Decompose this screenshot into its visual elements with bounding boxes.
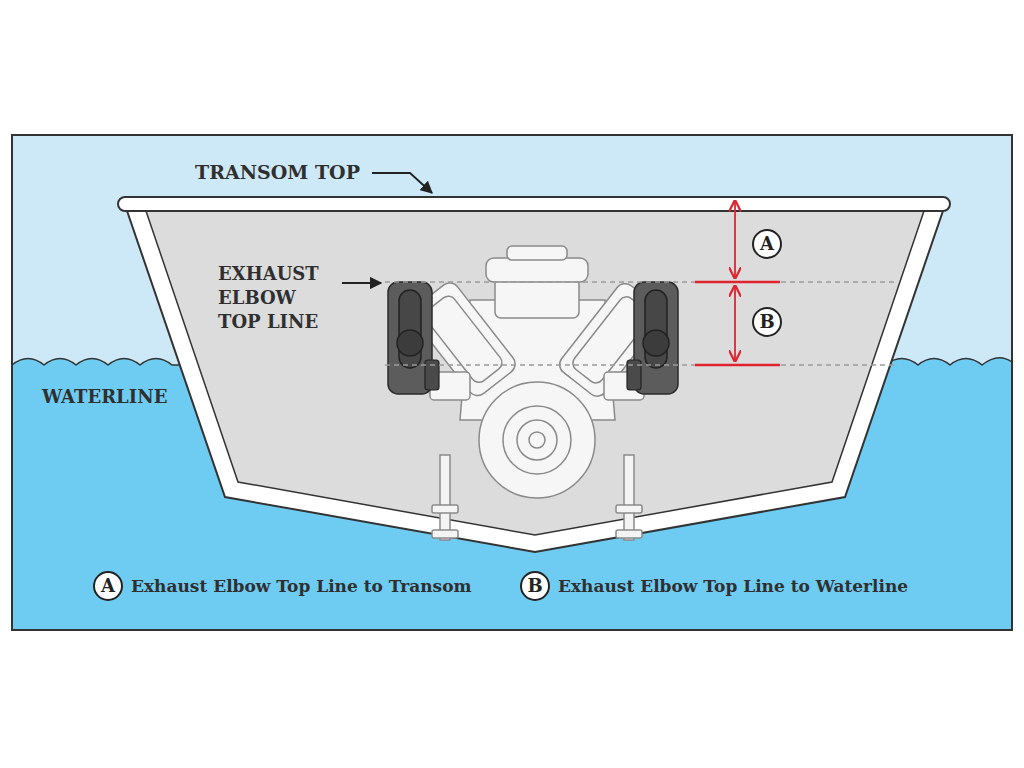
panel-border — [12, 135, 1012, 630]
leader-line — [372, 173, 432, 193]
exhaust-elbow-left — [388, 282, 439, 394]
callout-circle: A — [752, 229, 782, 259]
key-text: Exhaust Elbow Top Line to Waterline — [558, 576, 908, 596]
part-label: TRANSOM TOP — [195, 161, 360, 183]
callout-circle: A — [93, 571, 123, 601]
dimension-arrow — [734, 201, 736, 278]
hull-inner — [146, 211, 924, 535]
callout-letter: A — [760, 235, 774, 253]
callout-circle: B — [752, 307, 782, 337]
callout-circle: B — [520, 571, 550, 601]
elbow-top-line — [385, 281, 895, 282]
part-label: WATERLINE — [42, 386, 167, 407]
callout-letter: A — [101, 577, 115, 595]
callout-letter: B — [527, 577, 542, 595]
dimension-tick — [695, 281, 780, 284]
dimension-tick — [695, 364, 780, 367]
engine — [408, 246, 667, 498]
sky-panel — [12, 135, 1012, 630]
exhaust-elbow-right — [627, 282, 678, 394]
leader-line — [342, 282, 381, 284]
inner-waterline — [385, 364, 895, 365]
key-text: Exhaust Elbow Top Line to Transom — [131, 576, 471, 596]
part-label: EXHAUST ELBOW TOP LINE — [218, 262, 338, 334]
hull-outer — [125, 205, 945, 552]
transom-rail — [118, 197, 950, 211]
dimension-arrow — [734, 286, 736, 361]
callout-letter: B — [759, 313, 774, 331]
